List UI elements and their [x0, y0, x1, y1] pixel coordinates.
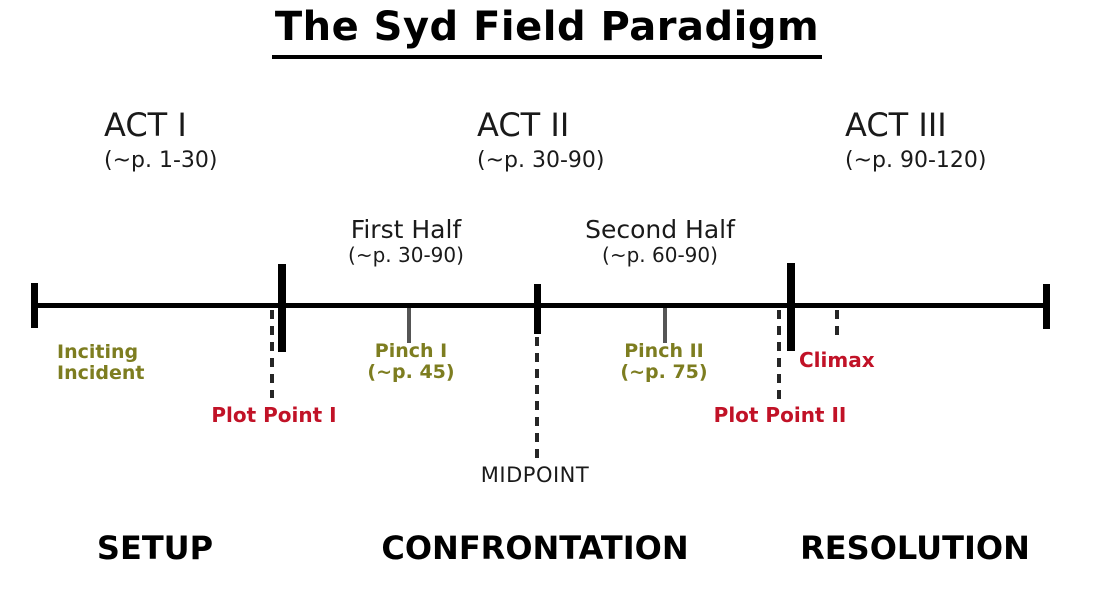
- pinch-2-pages: (~p. 75): [620, 361, 708, 383]
- midpoint-label: MIDPOINT: [480, 463, 590, 487]
- first-half-pages: (~p. 30-90): [348, 243, 464, 267]
- act-2-pages: (~p. 30-90): [477, 148, 605, 173]
- first-half-label-block: First Half (~p. 30-90): [326, 215, 486, 267]
- midpoint-dashed-line: [535, 337, 539, 458]
- plot-point-1-dashed-line: [270, 310, 274, 398]
- second-half-label: Second Half: [585, 215, 735, 244]
- phase-confrontation-label: CONFRONTATION: [381, 529, 689, 567]
- first-half-label: First Half: [350, 215, 462, 244]
- inciting-incident-line2: Incident: [57, 362, 145, 384]
- act-1-pages: (~p. 1-30): [104, 148, 218, 173]
- act-2-name: ACT II: [477, 106, 570, 144]
- inciting-incident-label: Inciting Incident: [57, 342, 144, 384]
- phase-setup-label: SETUP: [96, 529, 214, 567]
- page-title: The Syd Field Paradigm: [271, 4, 823, 59]
- timeline-start-tick: [31, 283, 38, 328]
- timeline-end-tick: [1043, 284, 1050, 329]
- climax-dashed-line: [835, 310, 839, 340]
- pinch-1-label: Pinch I: [374, 340, 448, 362]
- plot-point-2-dashed-line: [777, 310, 781, 401]
- second-half-label-block: Second Half (~p. 60-90): [575, 215, 745, 267]
- pinch-2-label: Pinch II: [624, 340, 704, 362]
- plot-point-1-label: Plot Point I: [211, 403, 337, 427]
- plot-point-2-label: Plot Point II: [713, 403, 847, 427]
- act-1-2-boundary-tick: [278, 264, 286, 352]
- title-area: The Syd Field Paradigm: [0, 4, 1094, 59]
- pinch-2-connector-line: [663, 308, 667, 343]
- climax-label: Climax: [799, 348, 875, 372]
- second-half-pages: (~p. 60-90): [602, 243, 718, 267]
- phase-resolution-label: RESOLUTION: [800, 529, 1030, 567]
- act-3-pages: (~p. 90-120): [845, 148, 987, 173]
- act-1-header: ACT I (~p. 1-30): [104, 105, 217, 175]
- act-3-name: ACT III: [845, 106, 947, 144]
- pinch-1-pages: (~p. 45): [367, 361, 455, 383]
- pinch-1-connector-line: [407, 308, 411, 343]
- act-1-name: ACT I: [104, 106, 187, 144]
- act-2-3-boundary-tick: [787, 263, 795, 351]
- act-2-header: ACT II (~p. 30-90): [477, 105, 604, 175]
- act-3-header: ACT III (~p. 90-120): [845, 105, 986, 175]
- pinch-1-label-block: Pinch I (~p. 45): [331, 341, 491, 383]
- inciting-incident-line1: Inciting: [57, 341, 139, 363]
- midpoint-tick: [534, 284, 541, 334]
- pinch-2-label-block: Pinch II (~p. 75): [584, 341, 744, 383]
